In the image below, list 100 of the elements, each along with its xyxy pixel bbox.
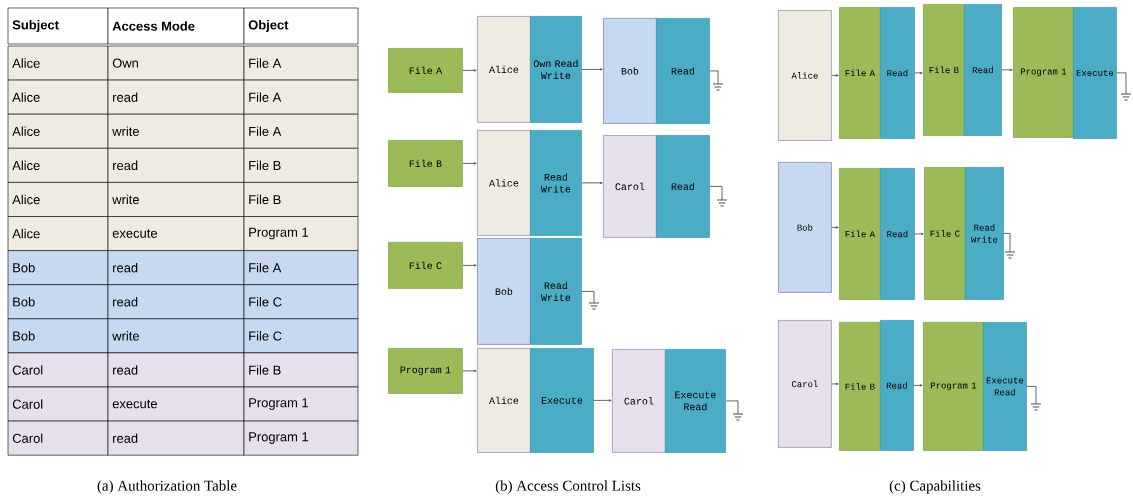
table-cell: read xyxy=(107,250,245,285)
subject-box: Alice xyxy=(778,10,832,141)
table-cell: File C xyxy=(243,318,359,354)
table-header-cell: Subject xyxy=(7,7,109,45)
object-box: File B xyxy=(839,322,881,451)
arrow xyxy=(462,69,477,72)
subject-box: Carol xyxy=(778,320,832,448)
table-cell: Carol xyxy=(7,352,109,388)
connector-line xyxy=(581,291,595,304)
arrow xyxy=(914,71,923,74)
object-box: File C xyxy=(388,242,463,289)
table-cell: Alice xyxy=(7,182,109,217)
object-box: File A xyxy=(839,168,881,300)
table-cell: Bob xyxy=(7,250,109,285)
rights-box: Read Write xyxy=(965,167,1004,300)
rights-box: Read xyxy=(964,4,1002,136)
subject-box: Bob xyxy=(477,238,531,345)
table-cell: write xyxy=(107,113,245,149)
subject-box: Bob xyxy=(603,18,657,124)
table-cell: Bob xyxy=(7,284,109,320)
table-cell: Program 1 xyxy=(243,386,359,422)
subject-box: Bob xyxy=(778,162,832,293)
table-cell: execute xyxy=(107,386,245,422)
subject-box: Alice xyxy=(477,16,531,123)
caption: (a) Authorization Table xyxy=(97,480,237,494)
rights-box: Execute xyxy=(530,348,594,453)
table-cell: Alice xyxy=(7,45,109,81)
ground-symbol xyxy=(716,199,728,207)
connector-line xyxy=(1026,386,1037,405)
object-box: File C xyxy=(924,167,966,300)
connector-line xyxy=(709,186,723,201)
arrow xyxy=(581,181,603,184)
table-cell: Alice xyxy=(7,79,109,115)
ground-symbol xyxy=(1030,403,1042,411)
subject-box: Carol xyxy=(603,135,657,238)
object-box: File A xyxy=(388,48,463,93)
caption: (b) Access Control Lists xyxy=(495,480,641,494)
table-cell: File B xyxy=(243,182,359,217)
arrow xyxy=(914,232,924,235)
arrow xyxy=(1001,68,1013,71)
subject-box: Alice xyxy=(477,130,531,236)
object-box: File B xyxy=(923,4,965,136)
arrow xyxy=(593,399,612,402)
rights-box: Read xyxy=(656,135,710,238)
ground-symbol xyxy=(732,413,744,421)
connector-line xyxy=(1003,233,1011,253)
object-box: Program 1 xyxy=(1013,7,1074,138)
table-cell: File A xyxy=(243,45,359,81)
ground-symbol xyxy=(588,302,600,310)
table-cell: File A xyxy=(243,250,359,285)
table-cell: Alice xyxy=(7,148,109,183)
table-cell: execute xyxy=(107,216,245,251)
rights-box: Read xyxy=(656,18,710,124)
rights-box: Read Write xyxy=(530,130,582,236)
table-cell: read xyxy=(107,79,245,115)
table-cell: Carol xyxy=(7,420,109,456)
ground-symbol xyxy=(1004,251,1016,259)
table-cell: Alice xyxy=(7,216,109,251)
arrow xyxy=(913,384,923,387)
rights-box: Execute Read xyxy=(665,349,726,453)
table-cell: Own xyxy=(107,45,245,81)
caption: (c) Capabilities xyxy=(889,480,981,494)
table-cell: File B xyxy=(243,148,359,183)
rights-box: Execute Read xyxy=(983,322,1027,451)
table-cell: read xyxy=(107,420,245,456)
rights-box: Read xyxy=(880,320,914,451)
arrow xyxy=(462,264,477,267)
object-box: Program 1 xyxy=(923,322,984,451)
rights-box: Read xyxy=(880,168,915,300)
table-cell: read xyxy=(107,352,245,388)
table-header-cell: Object xyxy=(243,7,359,45)
table-cell: File A xyxy=(243,113,359,149)
table-header-cell: Access Mode xyxy=(107,7,245,45)
table-cell: Program 1 xyxy=(243,420,359,456)
arrow xyxy=(831,226,839,229)
ground-symbol xyxy=(1120,93,1132,101)
arrow xyxy=(462,369,477,372)
table-cell: File A xyxy=(243,79,359,115)
table-cell: write xyxy=(107,182,245,217)
table-cell: Program 1 xyxy=(243,216,359,251)
table-cell: read xyxy=(107,284,245,320)
table-cell: File B xyxy=(243,352,359,388)
arrow xyxy=(831,74,839,77)
arrow xyxy=(462,162,477,165)
table-cell: Alice xyxy=(7,113,109,149)
arrow xyxy=(581,68,603,71)
table-cell: write xyxy=(107,318,245,354)
subject-box: Alice xyxy=(477,348,531,453)
ground-symbol xyxy=(712,83,724,91)
table-cell: Bob xyxy=(7,318,109,354)
object-box: File B xyxy=(388,140,463,187)
connector-line xyxy=(725,400,739,415)
arrow xyxy=(831,382,839,385)
table-cell: read xyxy=(107,148,245,183)
table-cell: Carol xyxy=(7,386,109,422)
rights-box: Own Read Write xyxy=(530,16,582,123)
rights-box: Read Write xyxy=(530,238,582,345)
rights-box: Read xyxy=(880,7,915,139)
subject-box: Carol xyxy=(612,349,666,453)
connector-line xyxy=(709,70,719,85)
